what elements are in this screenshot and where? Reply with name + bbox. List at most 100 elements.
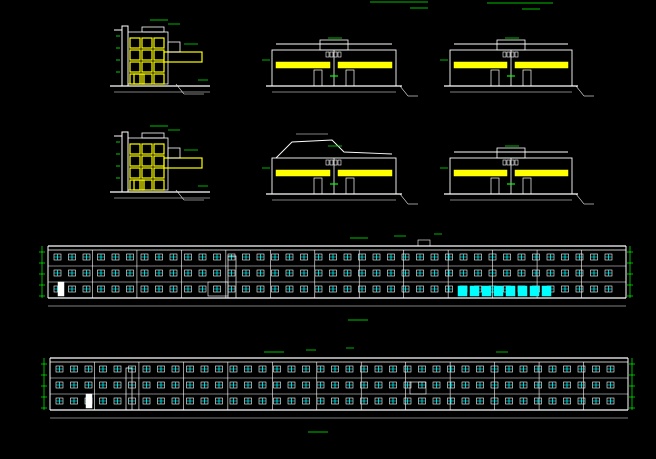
window-frame xyxy=(129,167,141,179)
window-frame xyxy=(153,49,165,61)
entrance xyxy=(207,281,229,297)
door xyxy=(490,177,500,195)
leader-line xyxy=(575,193,585,205)
window-frame xyxy=(141,179,153,191)
window-frame xyxy=(141,155,153,167)
floor-band xyxy=(337,169,393,177)
roof-box xyxy=(496,39,526,51)
middle-middle-section xyxy=(262,133,418,205)
door xyxy=(345,177,355,195)
box xyxy=(167,147,181,159)
glazed-door xyxy=(481,285,492,297)
vent xyxy=(506,159,511,166)
door xyxy=(313,69,323,87)
vent xyxy=(502,159,507,166)
window-frame xyxy=(153,179,165,191)
vent xyxy=(514,159,519,166)
floor-band xyxy=(453,169,508,177)
leader-line xyxy=(399,193,409,205)
window-frame xyxy=(129,179,141,191)
vent xyxy=(325,51,330,58)
roof-box xyxy=(417,239,431,247)
window-frame xyxy=(153,37,165,49)
box xyxy=(167,41,181,53)
vent xyxy=(333,159,338,166)
door xyxy=(522,177,532,195)
window-frame xyxy=(153,167,165,179)
glazed-door xyxy=(541,285,552,297)
vent xyxy=(502,51,507,58)
door xyxy=(490,69,500,87)
vent xyxy=(325,159,330,166)
window-frame xyxy=(141,49,153,61)
floor-band xyxy=(514,61,569,69)
window-frame xyxy=(141,37,153,49)
glazed-door xyxy=(469,285,480,297)
glazed-door xyxy=(493,285,504,297)
floor-band xyxy=(337,61,393,69)
floor-band xyxy=(275,169,331,177)
top-right-section xyxy=(440,37,594,97)
door xyxy=(57,281,65,297)
leader-line xyxy=(575,85,585,97)
door xyxy=(85,393,93,409)
window-frame xyxy=(141,167,153,179)
window-frame xyxy=(141,73,153,85)
vent xyxy=(510,159,515,166)
roof-outline xyxy=(275,139,393,159)
glazed-door xyxy=(457,285,468,297)
top-left-section xyxy=(110,19,210,95)
window-frame xyxy=(153,143,165,155)
stair-tower xyxy=(227,255,237,299)
front-elevation xyxy=(39,233,633,321)
middle-left-section xyxy=(110,125,210,201)
window-frame xyxy=(153,61,165,73)
door xyxy=(313,177,323,195)
window-frame xyxy=(153,73,165,85)
stair-core xyxy=(121,131,129,193)
leader-line xyxy=(175,189,185,201)
vent xyxy=(337,159,342,166)
window-frame xyxy=(153,155,165,167)
window-frame xyxy=(129,49,141,61)
parapet xyxy=(141,26,165,33)
stair-core xyxy=(121,25,129,87)
glazed-door xyxy=(505,285,516,297)
leader-line xyxy=(175,83,185,95)
door-frame xyxy=(133,73,145,85)
window-frame xyxy=(129,61,141,73)
middle-right-section xyxy=(440,145,594,205)
vent xyxy=(329,159,334,166)
leader-line xyxy=(399,85,409,97)
vent xyxy=(510,51,515,58)
lower-wing xyxy=(163,51,203,63)
top-leaders xyxy=(370,1,553,10)
door xyxy=(522,69,532,87)
door xyxy=(345,69,355,87)
lower-wing xyxy=(163,157,203,169)
door-frame xyxy=(133,179,145,191)
window-frame xyxy=(129,143,141,155)
top-middle-section xyxy=(262,37,418,97)
vent xyxy=(514,51,519,58)
panel xyxy=(409,381,427,395)
window-frame xyxy=(129,155,141,167)
window-frame xyxy=(129,37,141,49)
floor-band xyxy=(514,169,569,177)
vent xyxy=(506,51,511,58)
window-frame xyxy=(141,143,153,155)
vent xyxy=(337,51,342,58)
roof-box xyxy=(319,39,349,51)
roof-box xyxy=(496,147,526,159)
vent xyxy=(333,51,338,58)
window-frame xyxy=(129,73,141,85)
floor-band xyxy=(453,61,508,69)
glazed-door xyxy=(517,285,528,297)
stair-tower xyxy=(125,367,133,411)
rear-elevation xyxy=(41,347,635,433)
parapet xyxy=(141,132,165,139)
window-frame xyxy=(141,61,153,73)
floor-band xyxy=(275,61,331,69)
glazed-door xyxy=(529,285,540,297)
